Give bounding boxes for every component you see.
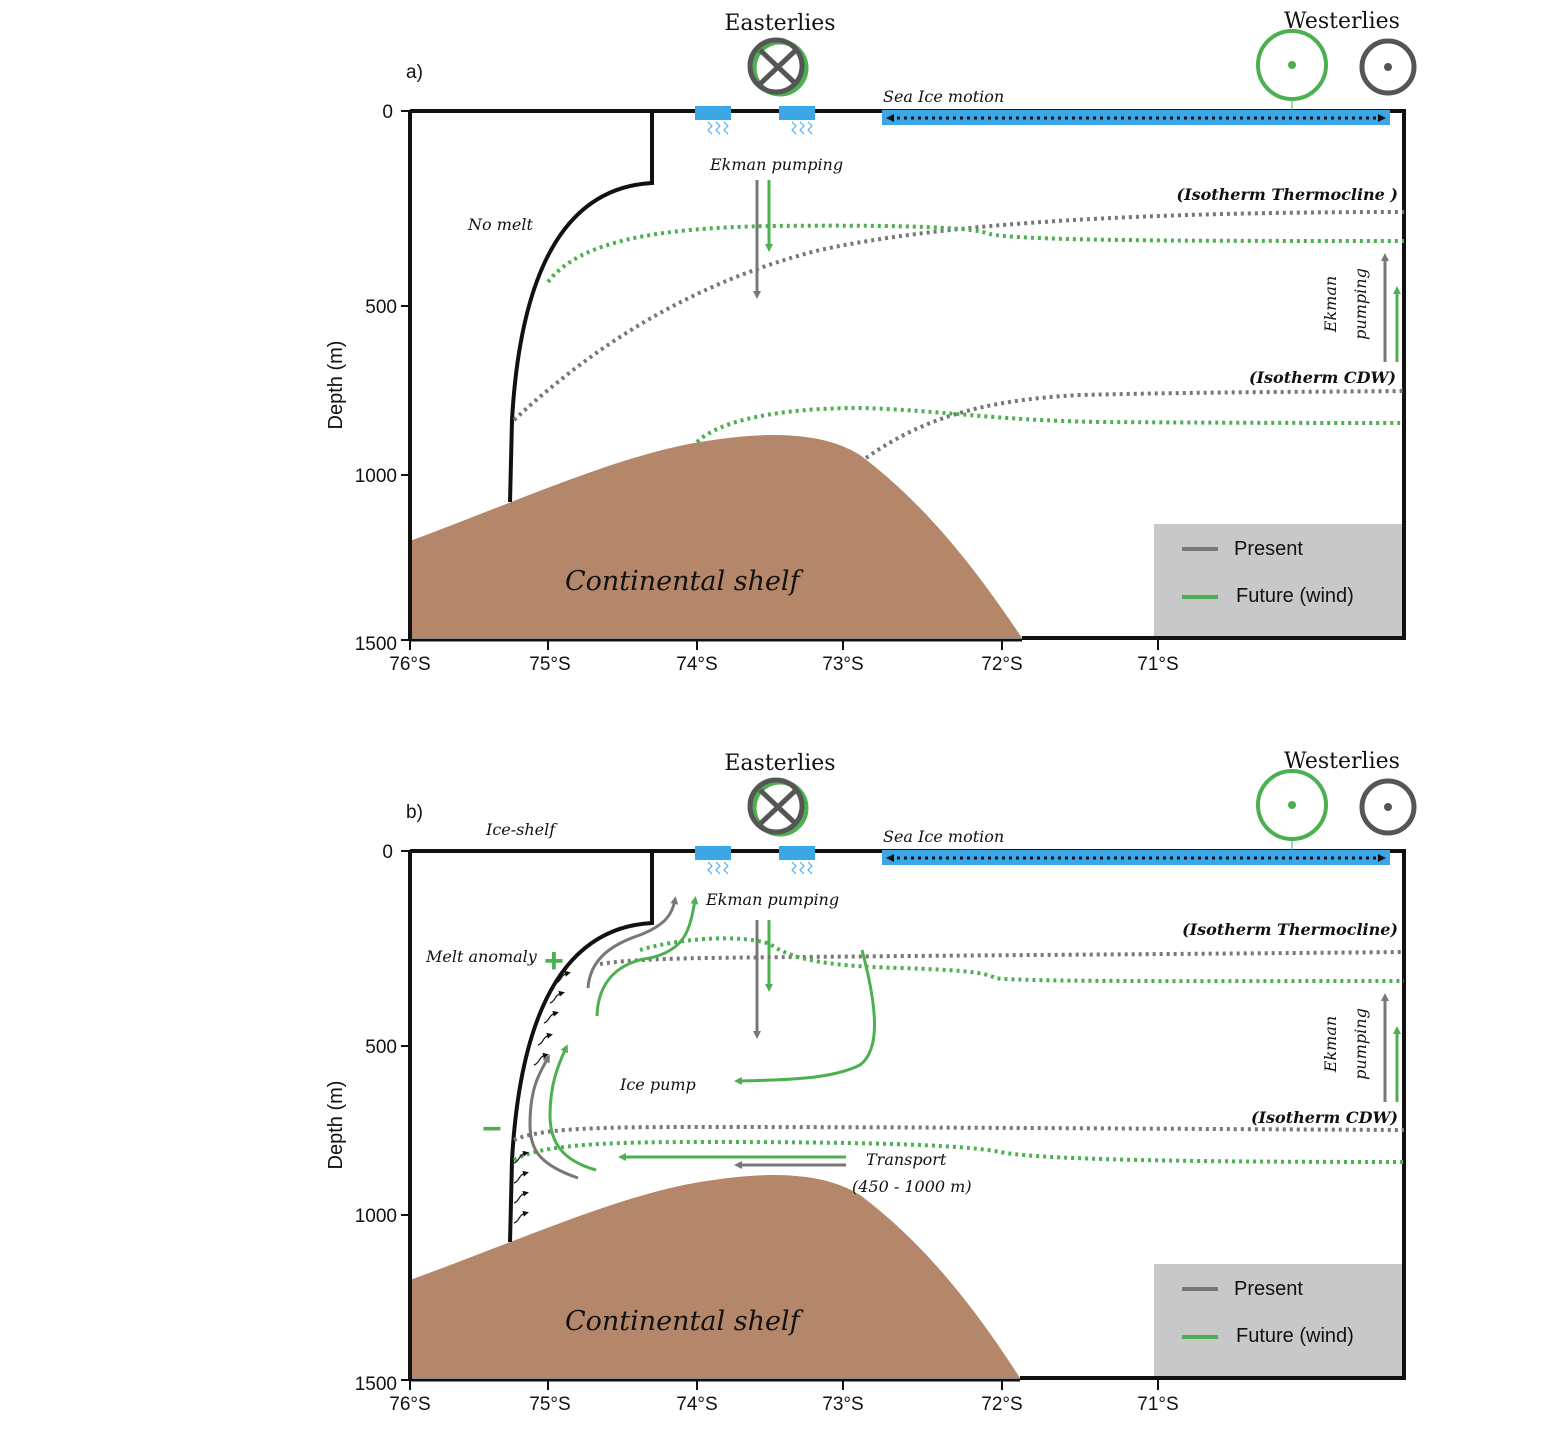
legend-future: Future (wind) [1236,1325,1354,1347]
ice-shelf-label: Ice-shelf [485,820,558,839]
sea-ice-motion-bar [882,110,1390,125]
y-tick-label: 1500 [355,634,397,655]
melt-flux-arrows [513,970,571,1224]
continental-shelf-label: Continental shelf [565,566,804,597]
melt-plus-sign: + [544,942,564,980]
upwelling-arrow-present-lower [528,1054,579,1180]
x-tick-label: 76°S [389,654,430,675]
ekman-pumping-right-label: pumping [1351,268,1370,340]
ekman-pumping-right-label: Ekman [1321,1016,1340,1073]
sea-ice-motion-label: Sea Ice motion [883,827,1004,846]
y-tick-label: 500 [365,1037,397,1058]
x-tick-label: 73°S [822,654,863,675]
x-tick-label: 71°S [1137,654,1178,675]
y-tick-label: 500 [365,297,397,318]
x-tick-label: 75°S [529,1394,570,1415]
upwelling-arrow-future-lower [548,1044,597,1172]
panel-label: b) [406,802,423,823]
x-tick-label: 75°S [529,654,570,675]
y-axis-label: Depth (m) [325,1081,347,1170]
isotherm-cdw-label: (Isotherm CDW) [1251,1108,1398,1127]
melt-anomaly-label: Melt anomaly [425,947,538,966]
x-tick-label: 74°S [676,654,717,675]
melt-minus-sign: − [482,1110,502,1148]
westerlies-out-of-page-icon-future [1256,769,1328,851]
legend-present: Present [1234,538,1303,560]
cdw-present [513,1124,1405,1142]
sea-ice-block [779,106,815,135]
sea-ice-block [695,846,731,875]
x-tick-label: 76°S [389,1394,430,1415]
easterlies-into-page-icon [747,777,809,837]
no-melt-label: No melt [467,215,533,234]
easterlies-label: Easterlies [724,11,835,36]
sea-ice-block [779,846,815,875]
westerlies-out-of-page-icon-future [1256,29,1328,111]
x-tick-label: 71°S [1137,1394,1178,1415]
cdw-future [695,405,1405,444]
thermocline-present [512,210,1405,422]
ice-pump-arrow [734,949,876,1085]
y-tick-label: 0 [382,842,393,863]
legend-future: Future (wind) [1236,585,1354,607]
y-tick-label: 1500 [355,1374,397,1395]
continental-shelf [410,435,1022,638]
legend-box [1154,1264,1404,1378]
plot-frame [408,849,1406,1380]
x-tick-label: 74°S [676,1394,717,1415]
thermocline-future [639,936,1405,984]
cdw-future [513,1139,1405,1164]
westerlies-label: Westerlies [1284,749,1400,774]
x-tick-label: 72°S [981,1394,1022,1415]
ekman-pumping-right-label: Ekman [1321,276,1340,333]
y-tick-label: 1000 [355,466,397,487]
westerlies-out-of-page-icon-present [1359,38,1417,96]
thermocline-future [546,223,1405,284]
isotherm-thermocline-label: (Isotherm Thermocline) [1182,920,1398,939]
ekman-pumping-label: Ekman pumping [705,890,839,909]
easterlies-label: Easterlies [724,751,835,776]
ekman-pumping-right-label: pumping [1351,1008,1370,1080]
x-tick-label: 72°S [981,654,1022,675]
y-tick-label: 0 [382,102,393,123]
continental-shelf-label: Continental shelf [565,1306,804,1337]
isotherm-thermocline-label: (Isotherm Thermocline ) [1177,185,1398,204]
isotherm-cdw-label: (Isotherm CDW) [1249,368,1396,387]
y-axis-label: Depth (m) [325,341,347,430]
legend-present: Present [1234,1278,1303,1300]
thermocline-present [599,950,1405,966]
panel-b: b) Continental shelf Present Future (win… [325,749,1417,1415]
upwelling-arrow-future-upper [595,896,699,1017]
sea-ice-motion-bar [882,850,1390,865]
easterlies-into-page-icon [747,37,809,97]
westerlies-label: Westerlies [1284,9,1400,34]
upwelling-arrow-present-upper [586,896,679,989]
sea-ice-block [695,106,731,135]
panel-label: a) [406,62,423,83]
panel-a: a) Continental shelf Present Future (win… [325,9,1417,675]
ekman-pumping-label: Ekman pumping [709,155,843,174]
x-tick-label: 73°S [822,1394,863,1415]
westerlies-out-of-page-icon-present [1359,778,1417,836]
sea-ice-motion-label: Sea Ice motion [883,87,1004,106]
legend-box [1154,524,1404,638]
continental-shelf [410,1175,1020,1378]
transport-label: Transport [866,1150,947,1169]
y-tick-label: 1000 [355,1206,397,1227]
ice-pump-label: Ice pump [619,1075,696,1094]
transport-range-label: (450 - 1000 m) [852,1177,972,1196]
